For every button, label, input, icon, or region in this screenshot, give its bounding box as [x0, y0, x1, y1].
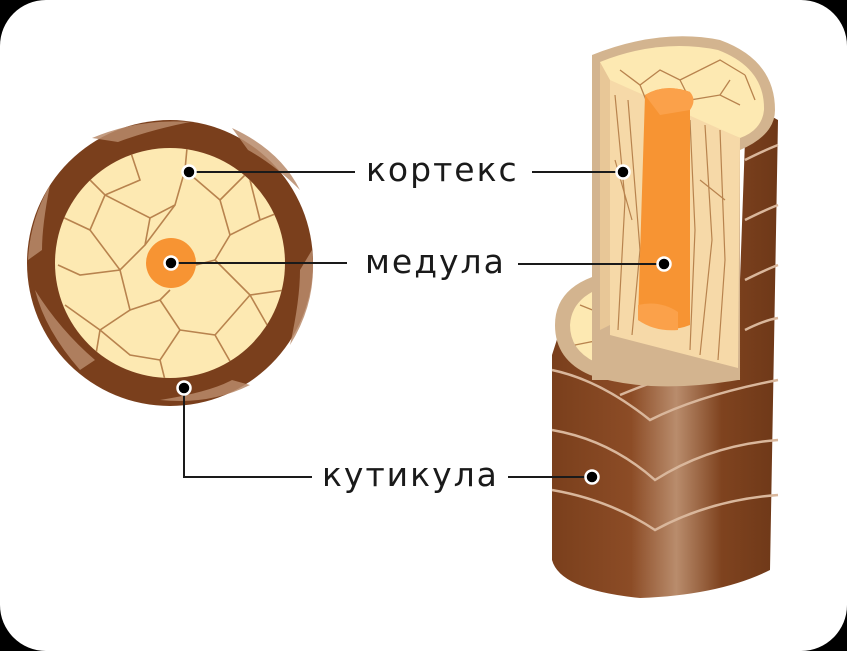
cuticle-marker-right	[584, 469, 600, 485]
label-medulla: медула	[365, 242, 506, 281]
cortex-marker-right	[615, 164, 631, 180]
cortex-cut-side	[600, 62, 610, 330]
label-cuticle: кутикула	[322, 455, 499, 494]
medulla-top-cap	[645, 88, 694, 115]
leader-lines	[171, 171, 664, 478]
cuticle-leader-left	[183, 388, 312, 478]
medulla-bottom-cap	[638, 303, 678, 331]
upper-cortex-cells	[619, 59, 756, 106]
cuticle-marker-left	[176, 380, 192, 396]
medulla-column	[638, 88, 690, 330]
cuticle-scales	[28, 121, 314, 401]
marker-dots	[163, 164, 672, 485]
medulla-marker-left	[163, 255, 179, 271]
cortex-marker-left	[181, 164, 197, 180]
medulla-marker-right	[656, 256, 672, 272]
cortex-fibres	[614, 94, 726, 361]
longitudinal-view	[551, 36, 779, 598]
label-cortex: кортекс	[366, 150, 519, 189]
